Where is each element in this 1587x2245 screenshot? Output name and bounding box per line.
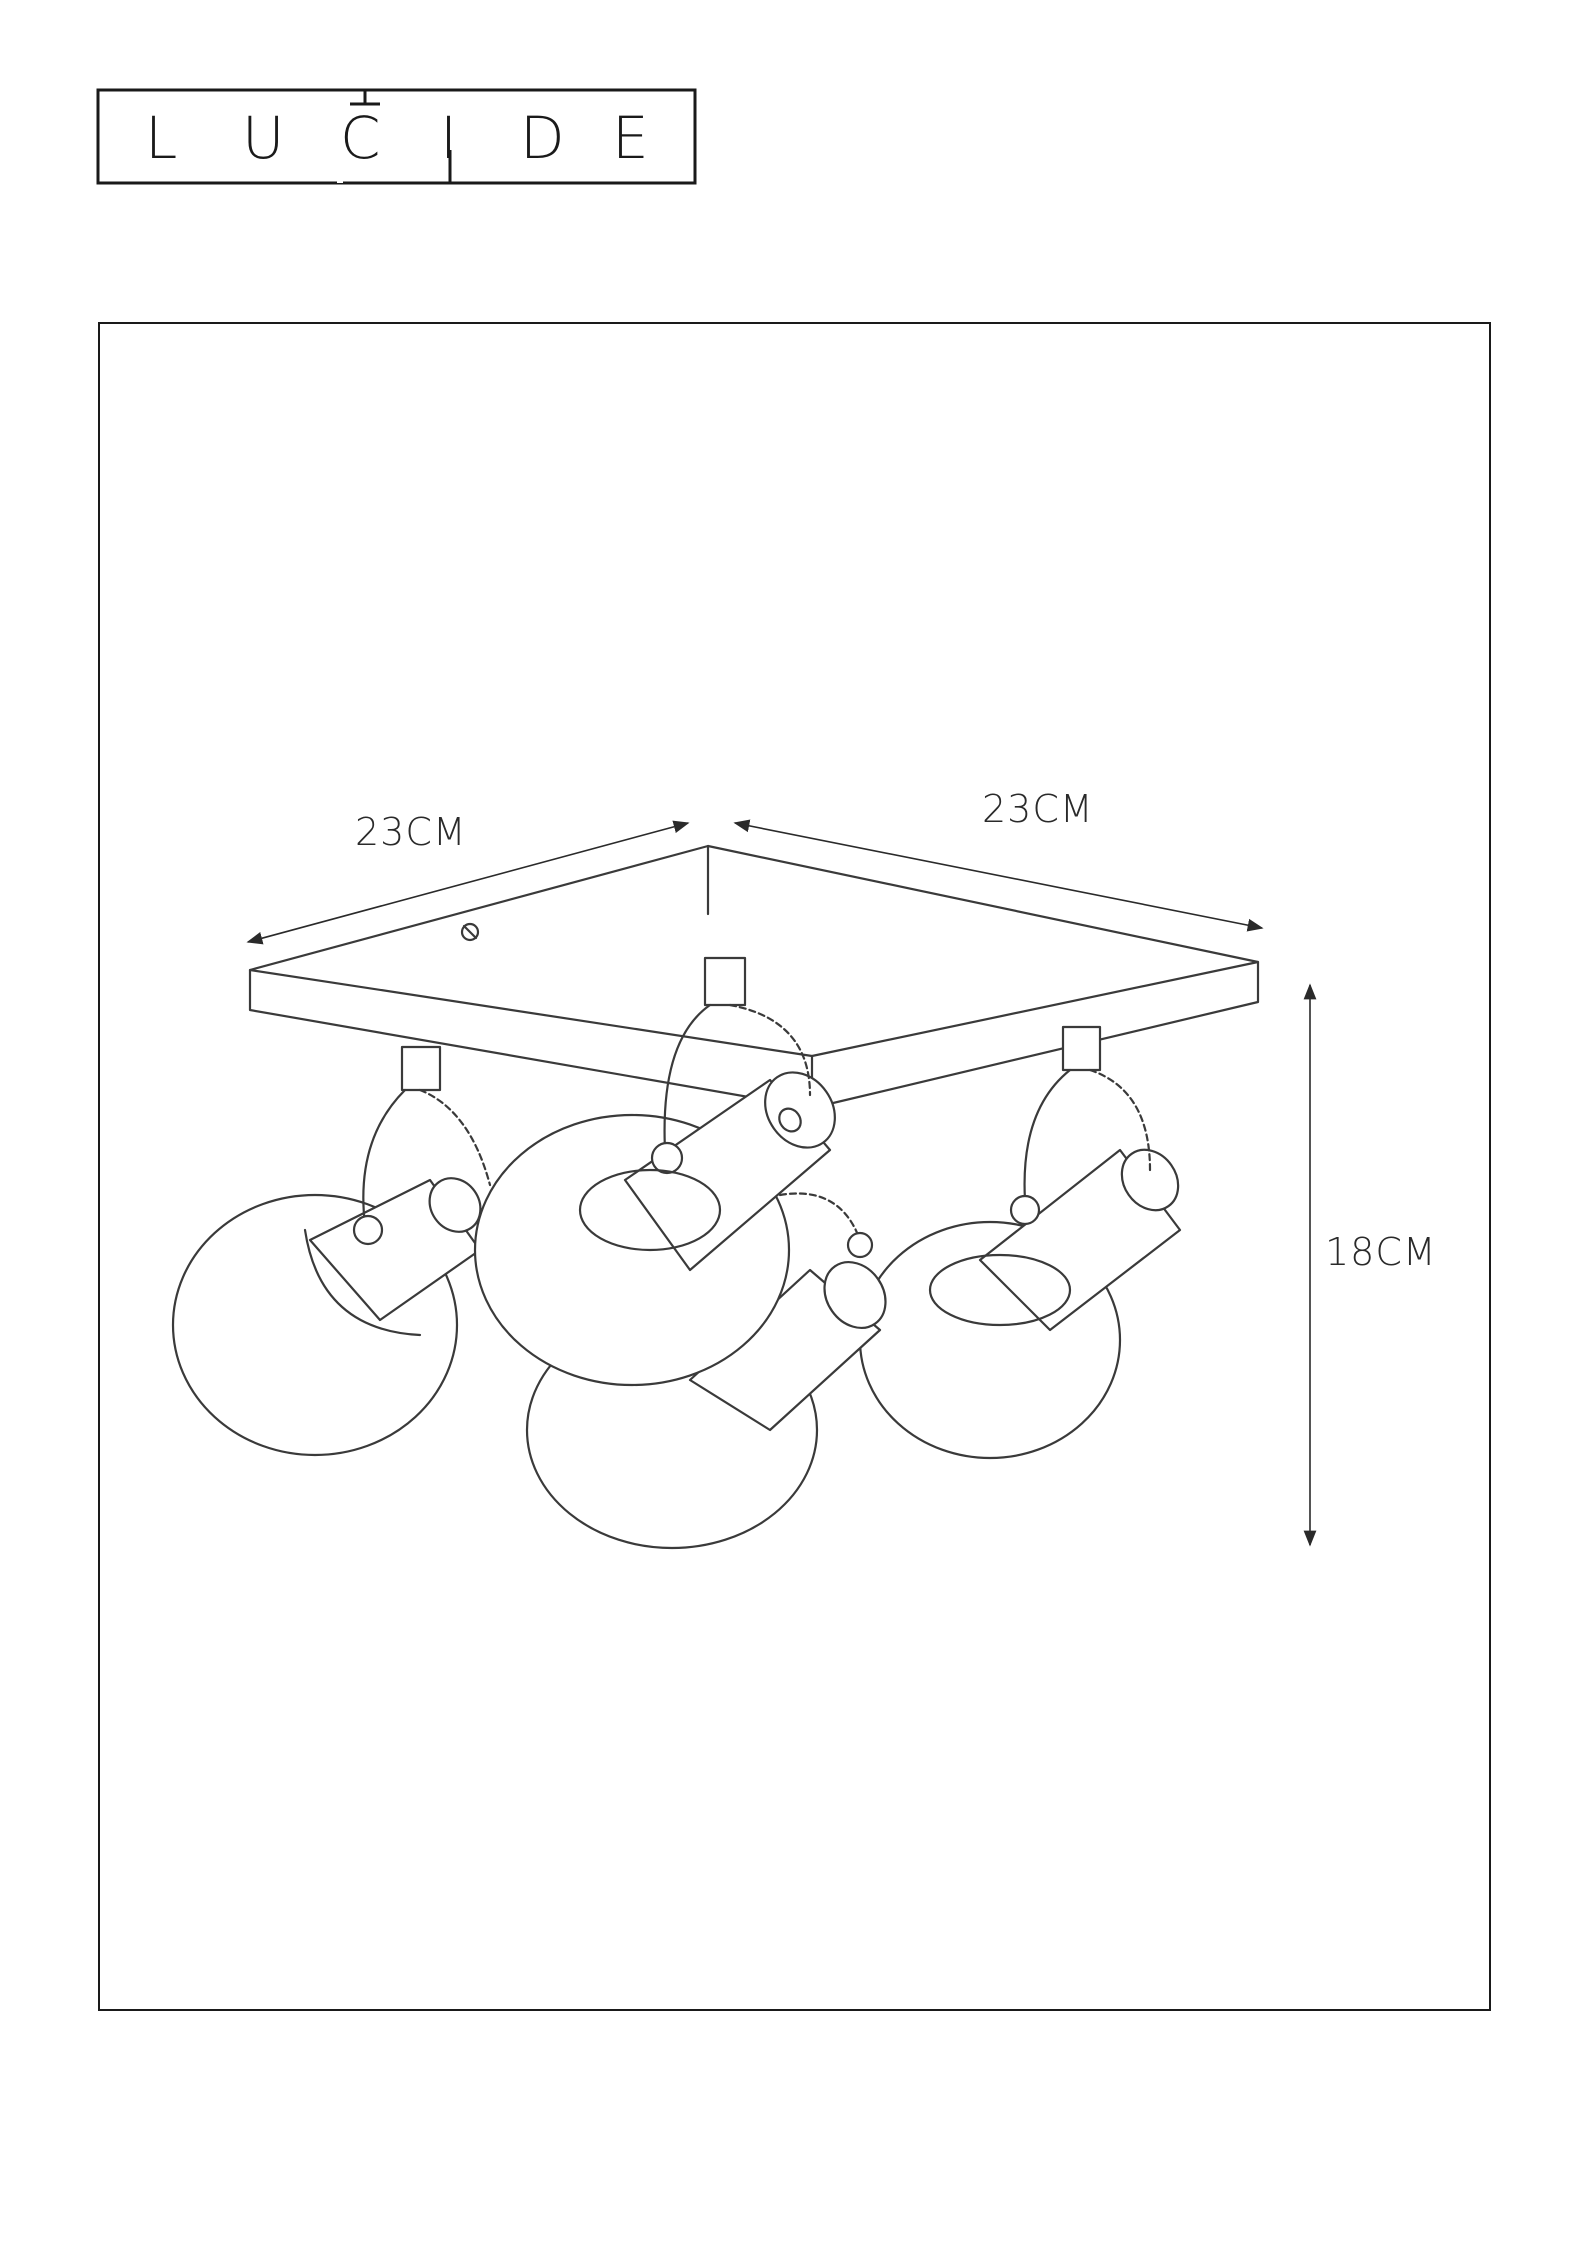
height-label: 18CM	[1325, 1230, 1437, 1274]
spotlight-right	[860, 1027, 1190, 1458]
width-right-label: 23CM	[982, 787, 1094, 831]
width-left-label: 23CM	[355, 810, 467, 854]
spotlight-left	[173, 1047, 491, 1455]
